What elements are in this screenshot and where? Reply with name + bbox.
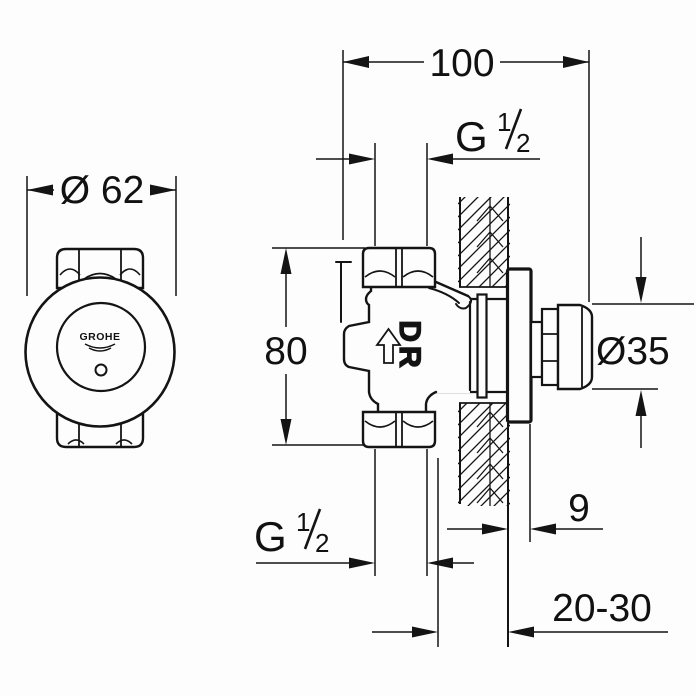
- outlet-cone-lip: [428, 287, 460, 304]
- label-escutcheon-thickness: 9: [568, 487, 590, 530]
- hatch-line: [458, 197, 510, 244]
- inlet-stub-rear-lines: [335, 261, 352, 323]
- arrowhead-right-icon: [349, 153, 375, 165]
- front-view: GROHE: [24, 247, 176, 449]
- arrowhead-left-icon: [427, 557, 453, 569]
- hatch-line: [458, 450, 510, 504]
- fraction-slash: [504, 108, 523, 150]
- hatch-line: [458, 411, 510, 465]
- hatch-line: [458, 529, 510, 581]
- top-hex-nut: [361, 246, 437, 289]
- knob-hex-adapter: [540, 307, 560, 387]
- push-knob-side: [556, 303, 594, 391]
- wall-opening-edges: [459, 286, 509, 404]
- flow-direction-arrow-icon: [375, 327, 402, 364]
- seal-ring: [476, 293, 488, 399]
- push-knob-front-circle: [55, 301, 147, 393]
- label-wall-depth-range: 20-30: [552, 587, 652, 630]
- arrowhead-right-icon: [412, 626, 438, 638]
- bottom-hex-nut: [361, 410, 437, 449]
- dimension-connection-spacing: [272, 247, 365, 446]
- thread-numerator: 1: [497, 107, 511, 137]
- arrowhead-left-icon: [530, 523, 556, 535]
- hatch-line: [458, 424, 510, 478]
- thread-numerator: 1: [296, 507, 310, 537]
- hatch-line: [458, 216, 510, 270]
- thread-prefix: G: [254, 513, 287, 560]
- arrowhead-right-icon: [150, 184, 176, 196]
- hatch-line: [458, 516, 510, 568]
- outlet-cone-beak: [455, 295, 472, 310]
- dimension-escutcheon-diameter: [26, 176, 177, 296]
- label-connection-spacing: 80: [264, 330, 307, 373]
- arrowhead-right-icon: [349, 557, 375, 569]
- label-knob-diameter: Ø35: [596, 330, 670, 373]
- thread-denominator: 2: [516, 128, 530, 158]
- wall-chevron-pattern: [476, 197, 504, 506]
- hatch-line: [458, 489, 510, 506]
- hatch-line: [458, 437, 510, 491]
- dimension-escutcheon-thickness: [447, 424, 603, 542]
- fraction-slash: [303, 508, 322, 550]
- thread-prefix: G: [455, 113, 488, 160]
- dimension-labels: 100 Ø 62 80 Ø35 9 20-30 G 1 2 G 1 2: [60, 42, 670, 630]
- arrowhead-up-icon: [280, 248, 292, 274]
- thread-denominator: 2: [315, 528, 329, 558]
- brand-logo-text: GROHE: [79, 331, 120, 343]
- arrowhead-left-icon: [508, 626, 534, 638]
- hatch-line: [458, 203, 510, 257]
- dimension-wall-depth-range: [372, 458, 668, 647]
- arrowhead-right-icon: [482, 523, 508, 535]
- dimension-outlet-thread: [316, 143, 540, 246]
- valve-body-fill: [344, 275, 470, 412]
- brand-laurel-icon: [84, 343, 116, 352]
- wall-cross-section: [458, 197, 510, 647]
- hatch-line: [458, 398, 510, 452]
- arrowhead-left-icon: [427, 153, 453, 165]
- label-outlet-thread: G 1 2: [455, 107, 530, 160]
- dimension-inlet-thread: [256, 449, 474, 576]
- arrowhead-up-icon: [635, 390, 647, 416]
- dimension-knob-diameter: [592, 237, 694, 448]
- label-installed-depth: 100: [429, 42, 494, 85]
- hatch-line: [458, 197, 510, 218]
- arrowhead-down-icon: [280, 419, 292, 445]
- hatch-line: [458, 463, 510, 506]
- arrowhead-left-icon: [343, 56, 369, 68]
- label-inlet-thread: G 1 2: [254, 507, 329, 560]
- escutcheon-flange-side: [505, 267, 533, 424]
- knob-collar: [529, 320, 544, 379]
- arrowhead-left-icon: [27, 184, 53, 196]
- flow-marking-label: DR: [393, 320, 426, 371]
- valve-body-outline: [342, 284, 438, 414]
- hatch-line: [458, 197, 510, 231]
- side-view: DR: [335, 246, 594, 449]
- dimension-annotations: [26, 50, 694, 647]
- arrowhead-right-icon: [563, 56, 589, 68]
- hatch-line: [458, 229, 510, 283]
- dimension-installed-depth: [342, 50, 590, 302]
- label-escutcheon-diameter: Ø 62: [60, 169, 145, 212]
- hatch-line: [458, 476, 510, 506]
- knob-pin-dot: [94, 363, 108, 377]
- arrowhead-down-icon: [635, 277, 647, 303]
